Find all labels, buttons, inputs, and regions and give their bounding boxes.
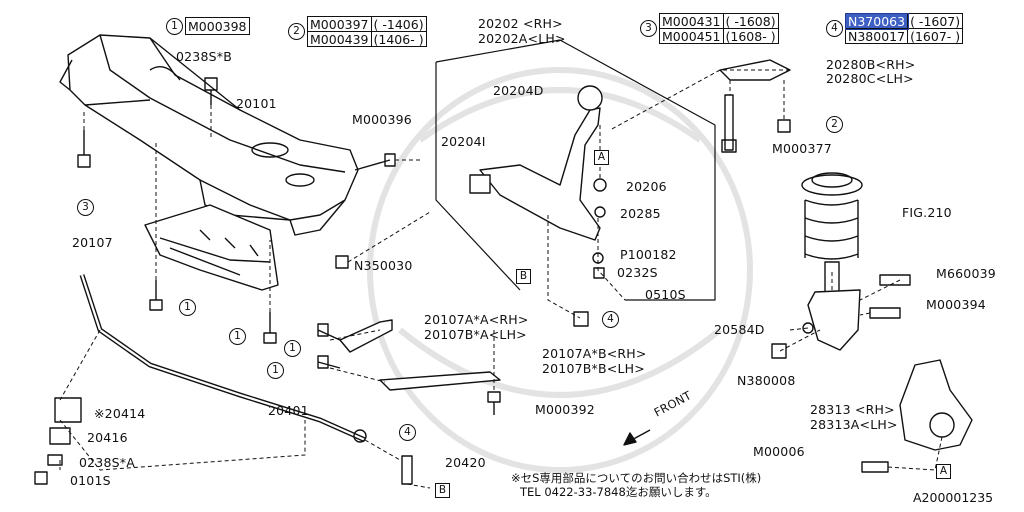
ref-marker-1: 1 bbox=[267, 362, 284, 379]
label-20414[interactable]: ※20414 bbox=[94, 406, 146, 421]
stabilizer-bar-20401-drawing bbox=[34, 274, 413, 485]
label-20107a-a[interactable]: 20107A*A<RH> bbox=[424, 312, 529, 327]
legend-date-m000439: (1406- ) bbox=[370, 31, 427, 47]
label-20202[interactable]: 20202 <RH> bbox=[478, 16, 563, 31]
legend-key-1: 1 bbox=[166, 17, 183, 35]
legend-table-2: 2 M000397 ( -1406) M000439 (1406- ) bbox=[288, 16, 427, 47]
legend-date-m000451: (1608- ) bbox=[722, 28, 779, 44]
label-20107b-b[interactable]: 20107B*B<LH> bbox=[542, 361, 645, 376]
label-fig210[interactable]: FIG.210 bbox=[902, 205, 952, 220]
label-20280c[interactable]: 20280C<LH> bbox=[826, 71, 914, 86]
legend-part-m000439[interactable]: M000439 bbox=[307, 31, 372, 47]
label-20285[interactable]: 20285 bbox=[620, 206, 661, 221]
legend-part-m000397[interactable]: M000397 bbox=[307, 16, 372, 32]
legend-date-n370063: ( -1607) bbox=[907, 13, 964, 29]
label-0232s[interactable]: 0232S bbox=[617, 265, 658, 280]
support-braces-drawing bbox=[339, 319, 501, 391]
label-20401[interactable]: 20401 bbox=[268, 403, 309, 418]
legend-part-m000398[interactable]: M000398 bbox=[185, 17, 250, 35]
front-direction-arrow bbox=[623, 429, 651, 446]
label-m000392[interactable]: M000392 bbox=[535, 402, 595, 417]
label-0101s[interactable]: 0101S bbox=[70, 473, 111, 488]
legend-part-n380017[interactable]: N380017 bbox=[844, 28, 909, 44]
ref-marker-4: 4 bbox=[602, 311, 619, 328]
legend-date-m000397: ( -1406) bbox=[370, 16, 427, 32]
sti-watermark bbox=[367, 67, 753, 473]
label-20584d[interactable]: 20584D bbox=[714, 322, 765, 337]
label-20202a[interactable]: 20202A<LH> bbox=[478, 31, 566, 46]
legend-key-3: 3 bbox=[640, 20, 657, 37]
sti-inquiry-note: ※セS専用部品についてのお問い合わせはSTI(株) bbox=[511, 471, 762, 485]
ref-marker-1: 1 bbox=[179, 299, 196, 316]
label-0510s[interactable]: 0510S bbox=[645, 287, 686, 302]
legend-key-4: 4 bbox=[826, 20, 843, 37]
label-n380008[interactable]: N380008 bbox=[737, 373, 796, 388]
label-20206[interactable]: 20206 bbox=[626, 179, 667, 194]
label-p100182[interactable]: P100182 bbox=[620, 247, 677, 262]
legend-part-n370063-highlighted[interactable]: N370063 bbox=[844, 12, 909, 30]
ref-marker-1: 1 bbox=[229, 328, 246, 345]
label-0238s-b[interactable]: 0238S*B bbox=[176, 49, 232, 64]
ref-marker-1: 1 bbox=[284, 340, 301, 357]
sti-telephone: TEL 0422-33-7848迄お願いします。 bbox=[520, 485, 717, 499]
label-20204d[interactable]: 20204D bbox=[493, 83, 544, 98]
legend-part-m000431[interactable]: M000431 bbox=[659, 13, 724, 29]
legend-date-m000431: ( -1608) bbox=[722, 13, 779, 29]
lower-arm-assembly-box bbox=[435, 39, 716, 327]
legend-table-1: 1 M000398 bbox=[166, 17, 250, 35]
label-28313[interactable]: 28313 <RH> bbox=[810, 402, 895, 417]
ref-box-a: A bbox=[936, 464, 951, 479]
ref-box-b: B bbox=[435, 483, 450, 498]
ref-marker-3: 3 bbox=[77, 199, 94, 216]
legend-part-m000451[interactable]: M000451 bbox=[659, 28, 724, 44]
ref-marker-4: 4 bbox=[399, 424, 416, 441]
label-20420[interactable]: 20420 bbox=[445, 455, 486, 470]
legend-key-2: 2 bbox=[288, 23, 305, 40]
label-20107[interactable]: 20107 bbox=[72, 235, 113, 250]
label-28313a[interactable]: 28313A<LH> bbox=[810, 417, 898, 432]
legend-table-4: 4 N370063 ( -1607) N380017 (1607- ) bbox=[826, 12, 964, 44]
dashed-leader-lines bbox=[59, 69, 943, 489]
label-20416[interactable]: 20416 bbox=[87, 430, 128, 445]
label-m000377[interactable]: M000377 bbox=[772, 141, 832, 156]
label-m000394[interactable]: M000394 bbox=[926, 297, 986, 312]
label-m00006[interactable]: M00006 bbox=[753, 444, 805, 459]
label-20280b[interactable]: 20280B<RH> bbox=[826, 57, 916, 72]
label-m660039[interactable]: M660039 bbox=[936, 266, 996, 281]
label-20204i[interactable]: 20204I bbox=[441, 134, 486, 149]
diagram-code: A200001235 bbox=[913, 490, 994, 505]
label-20107b-a[interactable]: 20107B*A<LH> bbox=[424, 327, 527, 342]
crossmember-20101-drawing bbox=[59, 34, 359, 236]
ref-box-a: A bbox=[594, 150, 609, 165]
label-20101[interactable]: 20101 bbox=[236, 96, 277, 111]
label-0238s-a[interactable]: 0238S*A bbox=[79, 455, 135, 470]
ref-box-b: B bbox=[516, 269, 531, 284]
bolt-drawings bbox=[77, 77, 501, 415]
legend-date-n380017: (1607- ) bbox=[907, 28, 964, 44]
label-m000396[interactable]: M000396 bbox=[352, 112, 412, 127]
legend-table-3: 3 M000431 ( -1608) M000451 (1608- ) bbox=[640, 13, 779, 44]
label-n350030[interactable]: N350030 bbox=[354, 258, 413, 273]
label-20107a-b[interactable]: 20107A*B<RH> bbox=[542, 346, 647, 361]
ref-marker-2: 2 bbox=[826, 116, 843, 133]
